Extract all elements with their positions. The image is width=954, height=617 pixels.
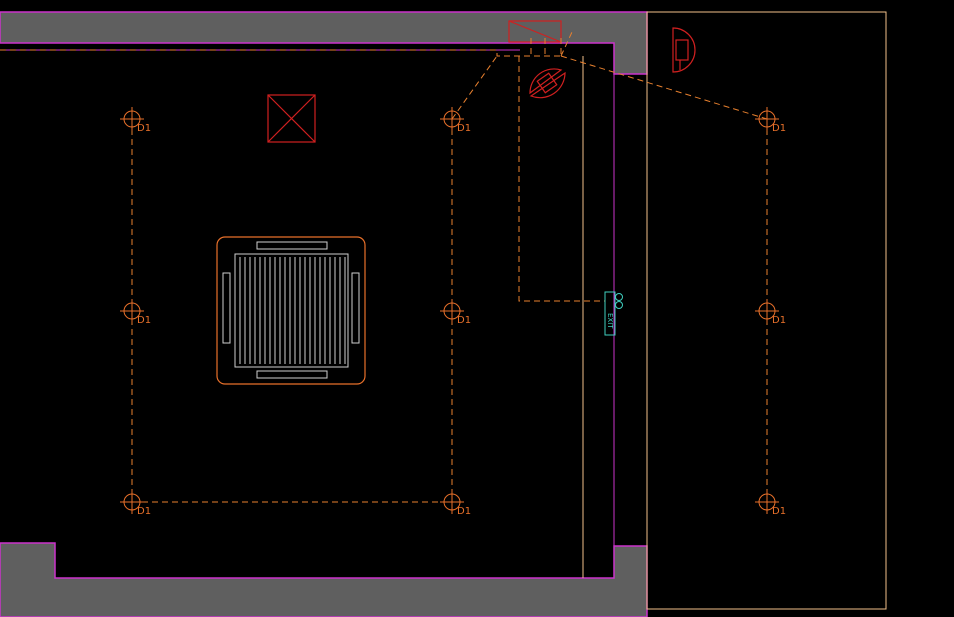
walls [0,11,648,617]
fixture-label: D1 [457,123,471,134]
wiring-drop-4 [560,31,573,57]
ceiling-cassette-ac-icon [216,236,366,385]
partitions [582,11,887,610]
recessed-downlight-icon: D1 [755,299,786,326]
fixture-label: D1 [457,315,471,326]
fixture-label: D1 [137,315,151,326]
fixture-label: D1 [772,123,786,134]
wiring-adj-diag [560,55,768,120]
emergency-light-icon-2 [672,27,696,73]
fixture-label: D1 [457,506,471,517]
recessed-downlight-icon: D1 [440,299,471,326]
fixture-label: D1 [137,506,151,517]
recessed-downlight-icon: D1 [120,299,151,326]
exhaust-fan-icon [267,94,316,143]
fixture-label: D1 [137,123,151,134]
fixture-label: D1 [772,506,786,517]
recessed-downlight-icon: D1 [440,490,471,517]
recessed-downlight-icon: D1 [755,107,786,134]
wiring-exit [518,56,605,302]
distribution-panel-icon [508,20,562,43]
recessed-downlight-icon: D1 [120,107,151,134]
recessed-downlight-icon: D1 [440,107,471,134]
fixture-label: D1 [772,315,786,326]
wiring-diag [451,55,498,120]
bottom-wall [0,542,648,617]
exit-sign-icon: EXIT [604,291,623,336]
exit-sign-label: EXIT [606,313,614,329]
adjacent-room-outline [646,11,887,610]
recessed-downlight-icon: D1 [755,490,786,517]
wiring-runs [0,31,768,503]
wiring-top [0,49,561,57]
recessed-downlight-icon: D1 [120,490,151,517]
emergency-light-icon [529,68,566,99]
